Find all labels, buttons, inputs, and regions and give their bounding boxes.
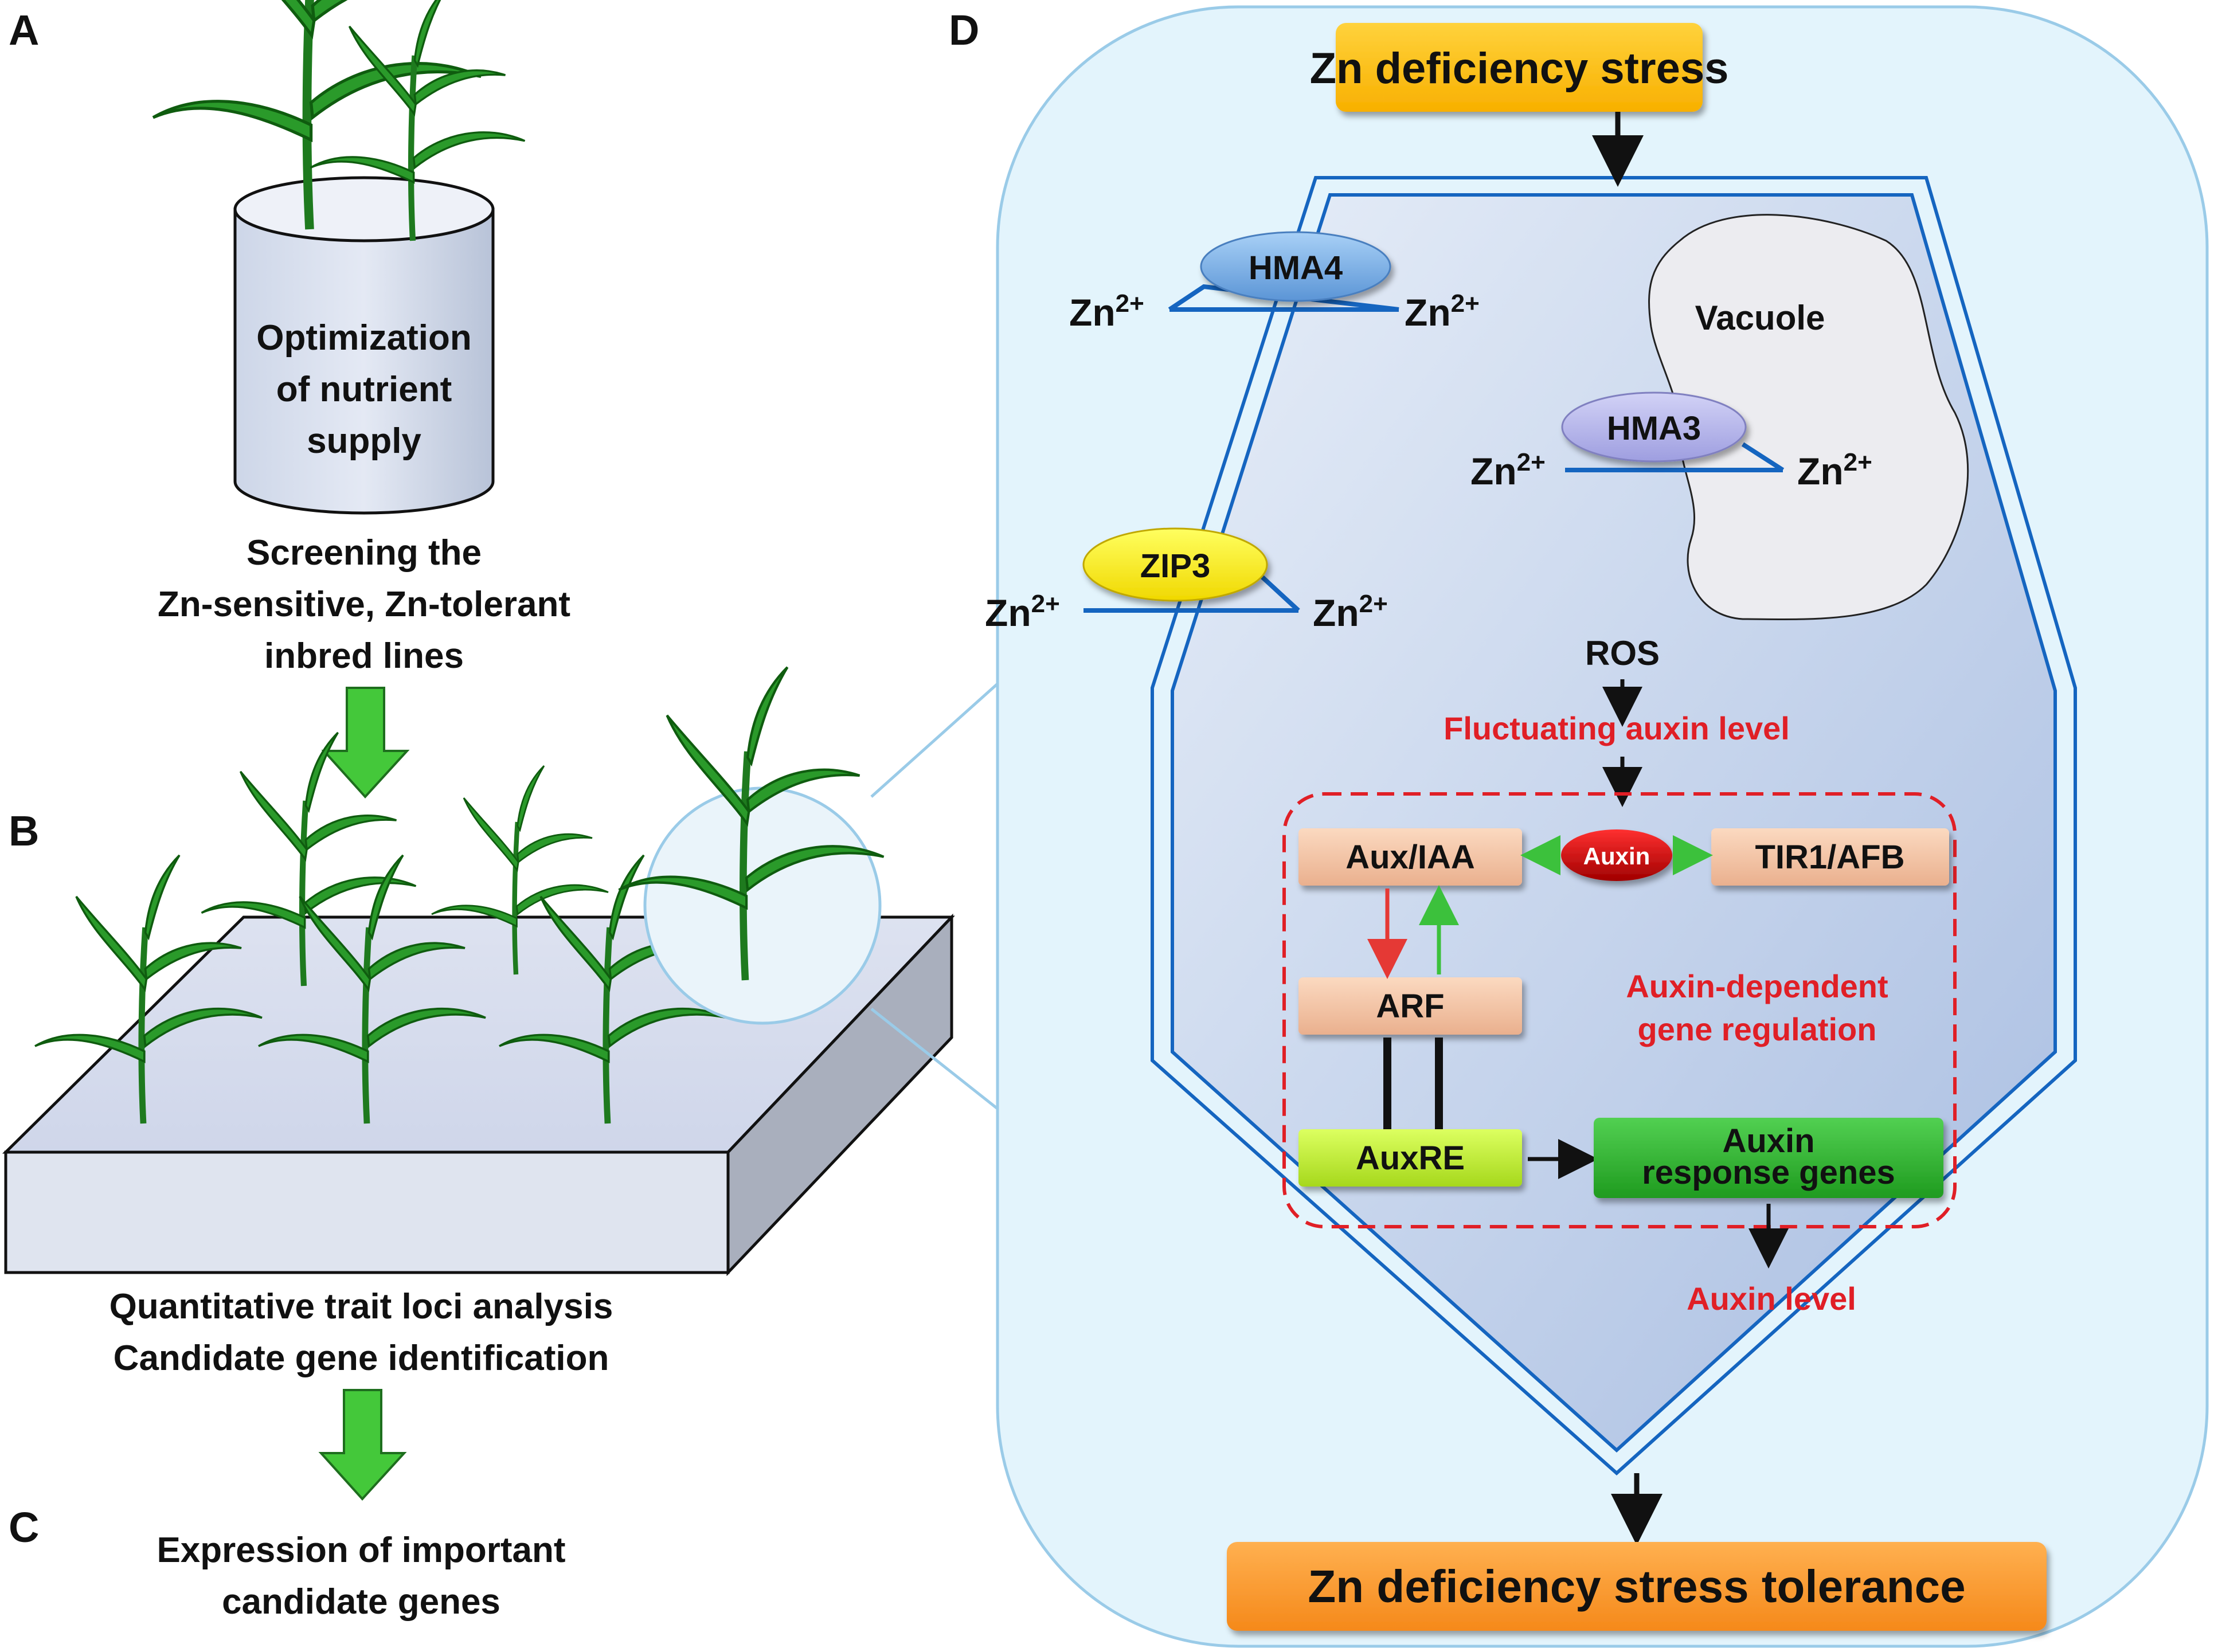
vacuole-label: Vacuole <box>1695 299 1825 337</box>
auxin-oval <box>1561 829 1672 881</box>
auxre-label: AuxRE <box>1356 1140 1465 1177</box>
auxin-response-line2: response genes <box>1642 1154 1895 1191</box>
pot-text-line1: Optimization <box>256 318 471 358</box>
hma3-transporter <box>1561 392 1785 472</box>
hma3-label: HMA3 <box>1607 410 1701 447</box>
zn-zip3-left: Zn2+ <box>985 590 1060 634</box>
auxre-box <box>1298 1129 1522 1187</box>
zoom-line-top <box>870 672 1010 798</box>
zn-hma4-right: Zn2+ <box>1405 289 1480 334</box>
auxin-dependent-line1: Auxin-dependent <box>1626 968 1888 1004</box>
auxin-response-line1: Auxin <box>1722 1122 1814 1160</box>
caption-a-line2: Zn-sensitive, Zn-tolerant <box>158 585 570 624</box>
pot-text-line2: of nutrient <box>276 370 452 409</box>
caption-a-line3: inbred lines <box>264 636 464 676</box>
tir1-afb-box <box>1711 828 1949 886</box>
auxin-response-genes-box <box>1594 1118 1943 1198</box>
caption-b-line2: Candidate gene identification <box>114 1338 609 1378</box>
auxin-oval-label: Auxin <box>1583 843 1650 870</box>
caption-c-line2: candidate genes <box>222 1582 500 1622</box>
vacuole <box>1648 214 1969 620</box>
zn-hma4-left: Zn2+ <box>1069 289 1144 334</box>
auxin-regulation-region <box>1282 792 1957 1228</box>
zn-deficiency-tolerance-label: Zn deficiency stress tolerance <box>1308 1561 1965 1612</box>
auxin-dependent-line2: gene regulation <box>1638 1011 1877 1047</box>
panel-label-c: C <box>9 1504 39 1551</box>
green-arrow-b-to-c <box>318 1389 407 1501</box>
caption-a-line1: Screening the <box>247 533 482 573</box>
green-arrow-a-to-b <box>321 687 410 798</box>
auxin-level-label: Auxin level <box>1687 1281 1856 1317</box>
pot-text-line3: supply <box>307 421 421 461</box>
zip3-label: ZIP3 <box>1140 547 1211 585</box>
ros-label: ROS <box>1585 634 1660 672</box>
zn-hma3-left: Zn2+ <box>1470 448 1546 492</box>
zn-deficiency-stress-box <box>1336 23 1703 112</box>
zn-hma3-right: Zn2+ <box>1797 448 1872 492</box>
zn-deficiency-tolerance-box <box>1227 1542 2047 1631</box>
fluctuating-auxin-label: Fluctuating auxin level <box>1444 710 1790 746</box>
zoom-line-bottom <box>870 1008 1010 1119</box>
tir1-afb-label: TIR1/AFB <box>1755 839 1905 876</box>
aux-iaa-box <box>1298 828 1522 886</box>
arf-box <box>1298 977 1522 1035</box>
caption-b-line1: Quantitative trait loci analysis <box>109 1287 613 1326</box>
zn-deficiency-stress-label: Zn deficiency stress <box>1310 44 1729 93</box>
hma4-label: HMA4 <box>1249 249 1343 287</box>
zn-zip3-right: Zn2+ <box>1313 590 1388 634</box>
zip3-transporter <box>1082 527 1300 613</box>
cell-wall-outer <box>1151 176 2077 1476</box>
panel-label-a: A <box>9 6 39 54</box>
arf-label: ARF <box>1376 988 1444 1025</box>
aux-iaa-label: Aux/IAA <box>1345 839 1475 876</box>
pot <box>233 176 495 515</box>
panel-label-d: D <box>949 6 979 54</box>
caption-c-line1: Expression of important <box>157 1530 565 1570</box>
hma4-transporter <box>1168 231 1399 312</box>
zoom-circle <box>643 786 882 1025</box>
panel-label-b: B <box>9 807 39 855</box>
